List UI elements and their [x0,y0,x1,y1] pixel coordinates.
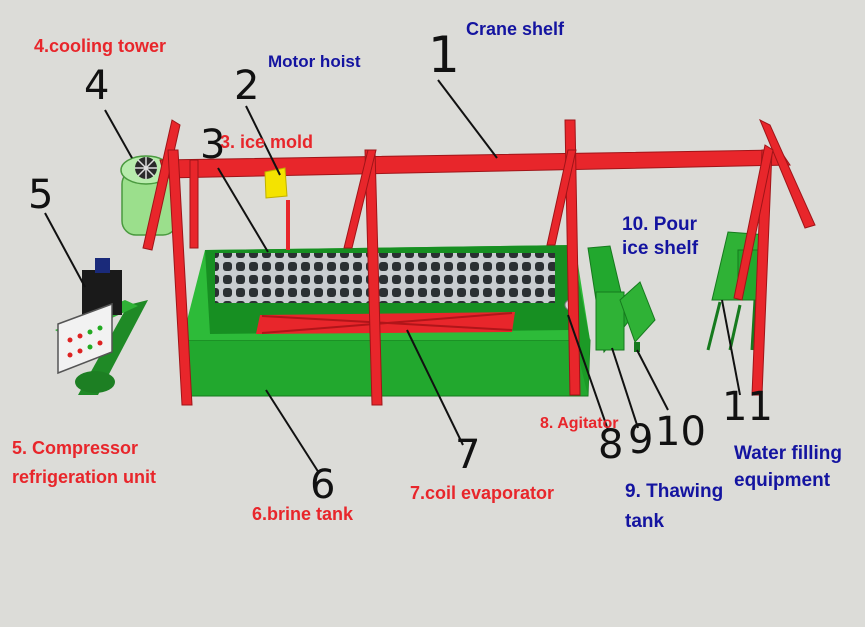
brine-tank-label: 6.brine tank [252,504,354,524]
ice-mold-label: 3. ice mold [220,132,314,152]
number-9: 9 [628,417,654,463]
coil-evaporator [256,312,515,334]
number-2: 2 [234,63,260,109]
number-10: 10 [655,409,706,455]
pour-ice-shelf-label: 10. Pour ice shelf [622,214,699,259]
number-5: 5 [28,172,54,218]
number-11: 11 [722,384,773,430]
number-6: 6 [310,462,336,508]
pour-ice-shelf [619,281,656,352]
number-7: 7 [455,432,481,478]
coil-evaporator-label: 7.coil evaporator [410,483,555,503]
number-4: 4 [84,63,110,109]
crane-shelf-label: Crane shelf [466,19,565,39]
thawing-tank [587,245,629,354]
crane-shelf-frame [142,118,816,406]
ice-mold-grid [215,253,555,303]
number-3: 3 [200,122,226,168]
agitator-label: 8. Agitator [540,415,619,432]
motor-hoist-label: Motor hoist [268,52,361,71]
compressor-refrigeration-unit [55,258,148,395]
number-1: 1 [428,26,460,84]
leader-lines [44,79,741,474]
thawing-tank-label: 9. Thawing tank [625,481,724,532]
water-filling-label: Water filling equipment [734,443,843,491]
compressor-label: 5. Compressor refrigeration unit [12,438,157,487]
motor-hoist [264,167,290,250]
number-8: 8 [598,422,624,468]
cooling-tower-label: 4.cooling tower [34,36,167,56]
